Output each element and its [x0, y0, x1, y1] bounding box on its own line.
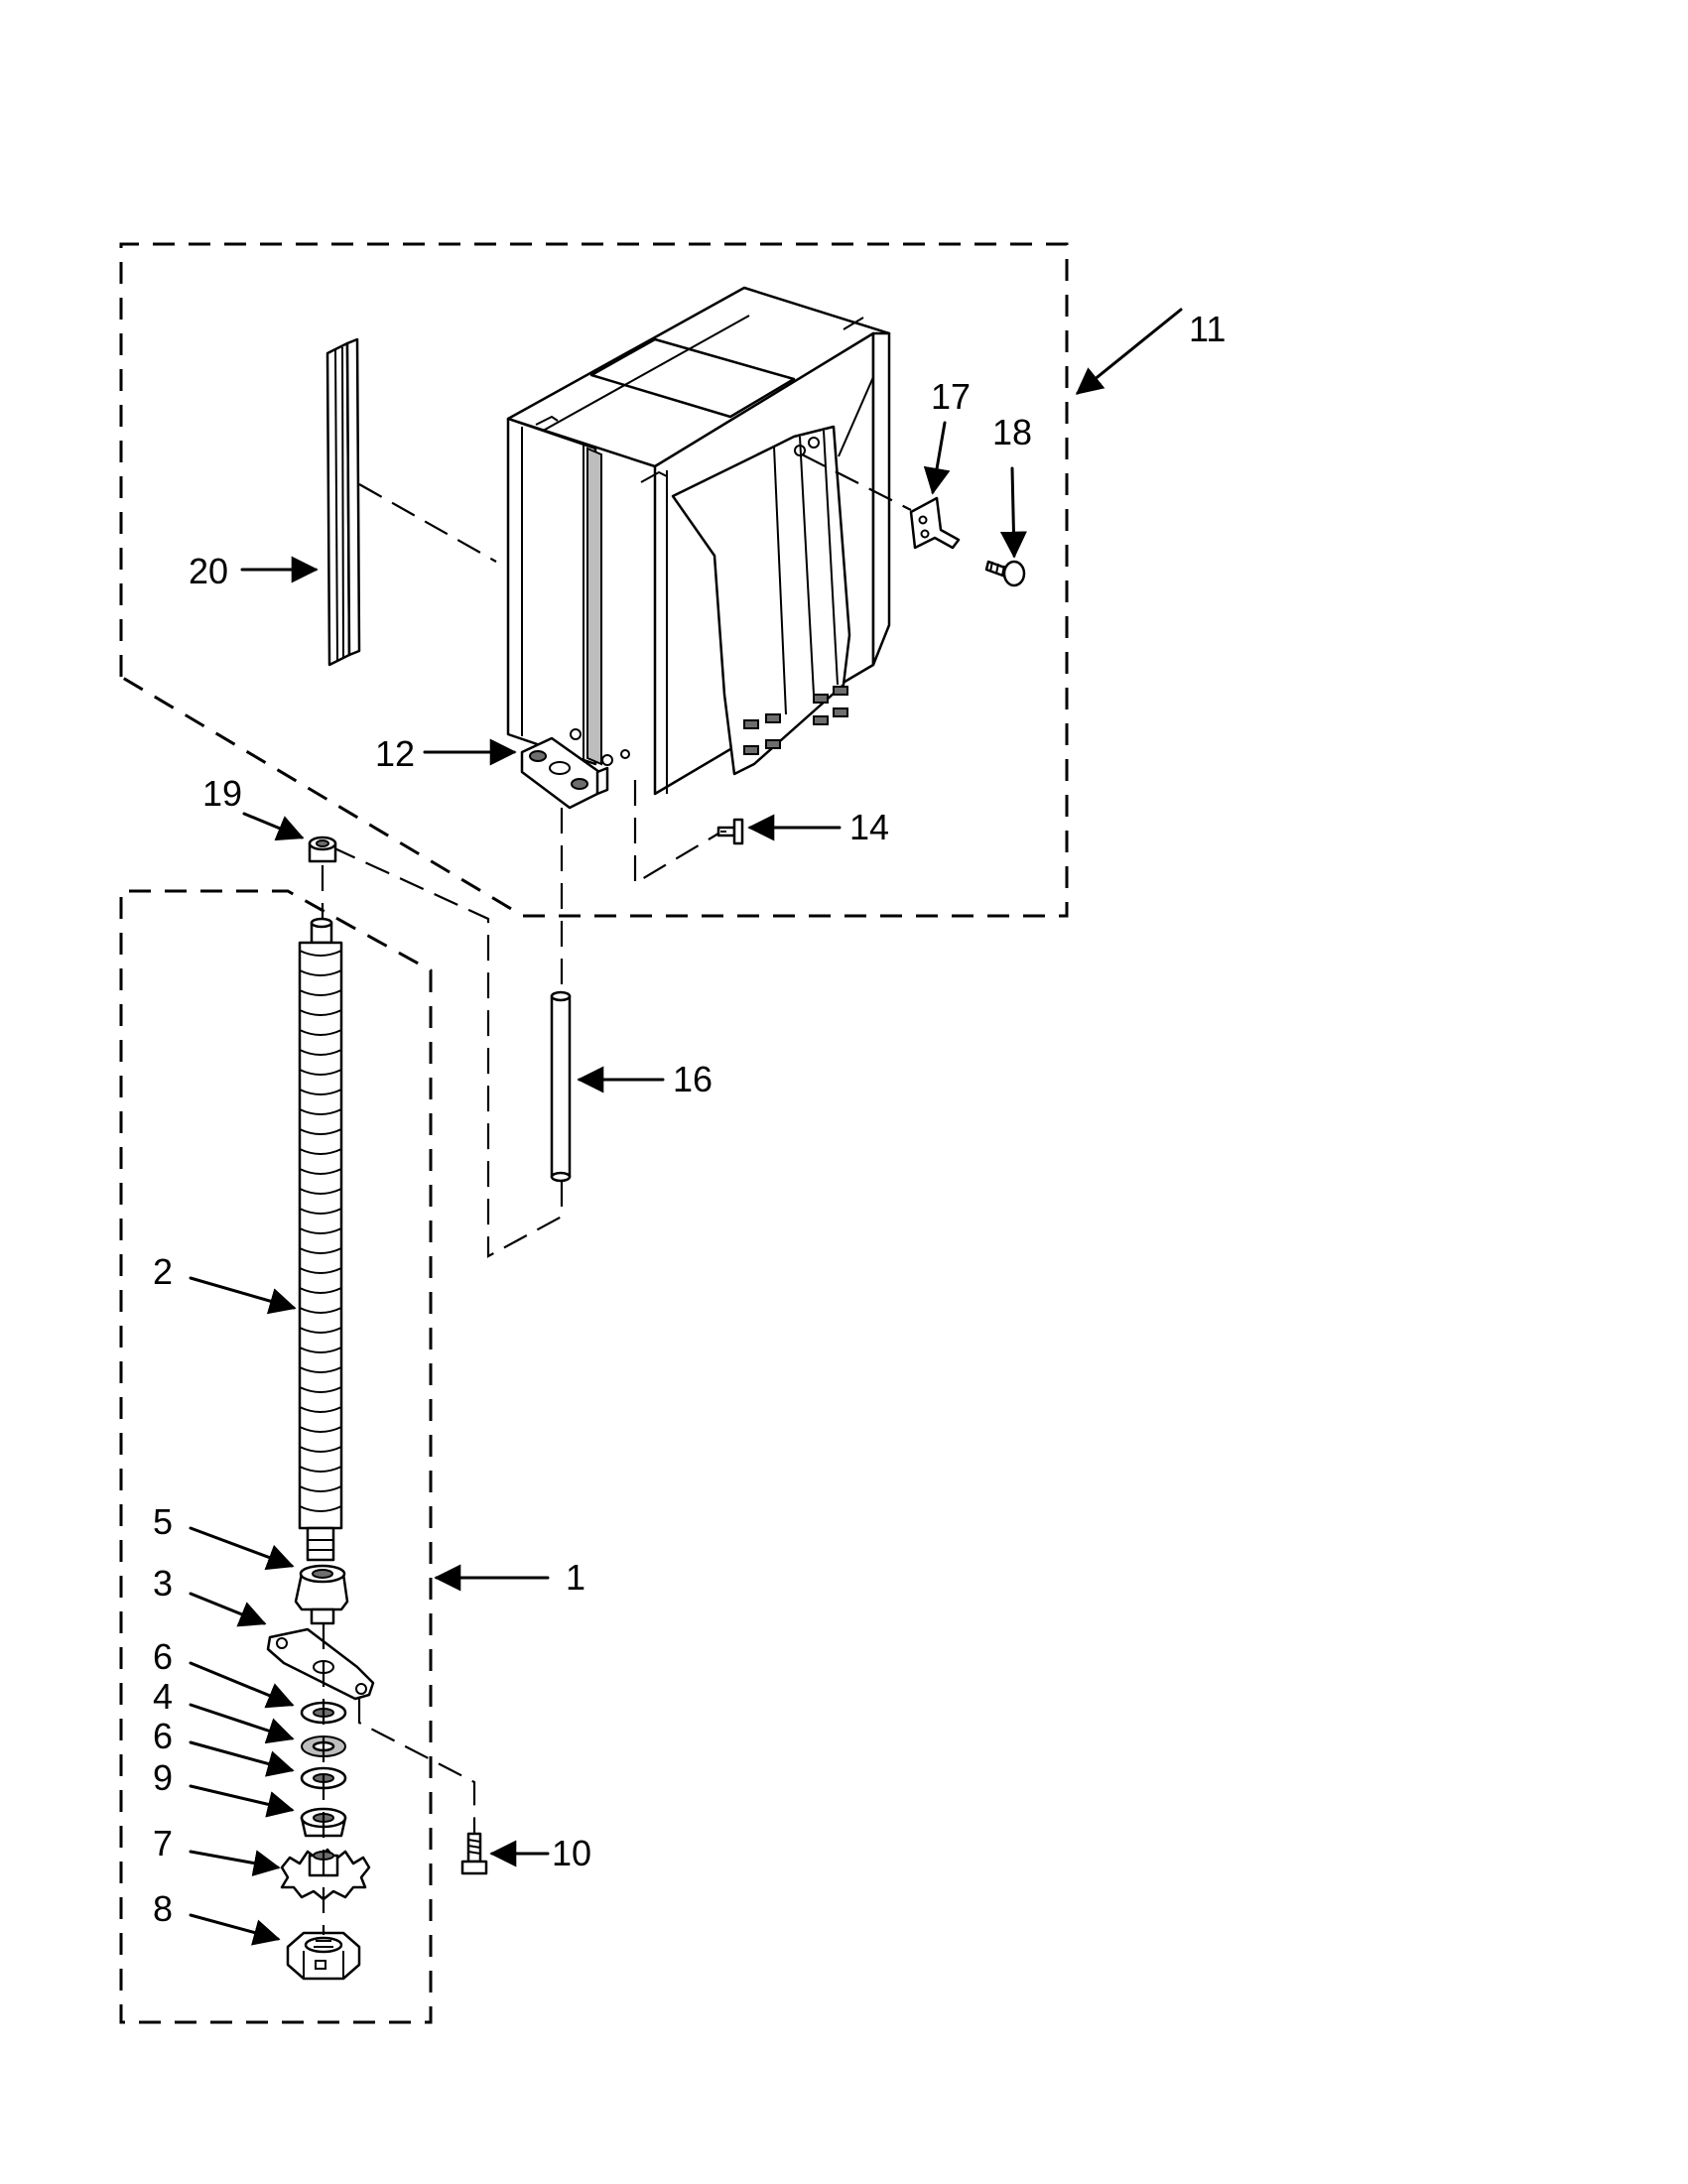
rod-leader-bottom	[319, 840, 564, 1258]
thread-ridge	[299, 1168, 342, 1175]
thread-ridge	[299, 1505, 342, 1512]
thread-ridge	[299, 1148, 342, 1155]
assembly-11-boundary	[119, 242, 1069, 918]
thread-ridge	[299, 1307, 342, 1314]
thread-ridge	[299, 1247, 342, 1254]
thread-ridge	[299, 1069, 342, 1076]
thread-ridge	[299, 1188, 342, 1195]
thread-ridge	[299, 1386, 342, 1393]
thread-ridge	[299, 950, 342, 957]
thread-ridge	[299, 1208, 342, 1215]
callout-labels: 11 17 18 20 12 14 19 16 2 5 1 3 6 4 6 9 …	[153, 309, 1226, 1929]
thread-ridge	[299, 969, 342, 976]
thread-ridge	[299, 1267, 342, 1274]
callout-18: 18	[992, 412, 1032, 452]
guide-block-12	[520, 736, 609, 810]
callout-1: 1	[566, 1557, 585, 1598]
bracket-17	[909, 496, 961, 550]
thread-ridge	[299, 1049, 342, 1056]
callout-6b: 6	[153, 1716, 173, 1756]
callout-5: 5	[153, 1501, 173, 1542]
thread-ridge	[299, 1347, 342, 1353]
hex-nut-8	[286, 1931, 361, 1981]
thread-ridge	[299, 1287, 342, 1294]
thread-ridge	[299, 1029, 342, 1036]
thread-ridge	[299, 1366, 342, 1373]
screw-18	[984, 560, 1026, 587]
seal-strip-20	[325, 337, 361, 667]
thread-ridge	[299, 1327, 342, 1334]
screw-10	[460, 1832, 488, 1875]
callout-20: 20	[189, 551, 228, 591]
callout-8: 8	[153, 1888, 173, 1929]
callout-9: 9	[153, 1757, 173, 1798]
cabinet-housing	[506, 286, 891, 796]
thread-ridge	[299, 1089, 342, 1095]
mounting-plate-3	[266, 1627, 375, 1701]
rod-16	[550, 990, 572, 1183]
thread-ridge	[299, 1009, 342, 1016]
leader-arrows	[189, 308, 1183, 1946]
callout-4: 4	[153, 1676, 173, 1717]
thread-ridge	[299, 1446, 342, 1453]
thread-ridge	[299, 989, 342, 996]
callout-10: 10	[552, 1833, 591, 1873]
cap-19	[308, 835, 337, 863]
thread-ridge	[299, 1466, 342, 1473]
callout-7: 7	[153, 1823, 173, 1863]
mounting-plate-leader	[357, 1699, 476, 1834]
pin-screw-14	[716, 818, 744, 845]
callout-3: 3	[153, 1563, 173, 1604]
bushing-5	[294, 1564, 349, 1625]
callout-6a: 6	[153, 1636, 173, 1677]
assembly-1-boundary	[119, 889, 433, 2024]
callout-16: 16	[673, 1059, 713, 1099]
thread-ridge	[299, 1227, 342, 1234]
pin-screw-leader	[633, 780, 719, 885]
sprocket-7	[280, 1848, 371, 1901]
thread-ridge	[299, 1406, 342, 1413]
callout-2: 2	[153, 1251, 173, 1292]
threaded-rod-2	[298, 917, 343, 1562]
thread-ridge	[299, 1108, 342, 1115]
callout-12: 12	[375, 733, 415, 774]
thread-ridge	[299, 1128, 342, 1135]
callout-17: 17	[931, 376, 971, 417]
seal-strip-leader	[358, 483, 497, 563]
thread-ridge	[299, 1426, 342, 1433]
callout-11: 11	[1189, 309, 1226, 349]
thread-ridge	[299, 1485, 342, 1492]
bracket-leader	[801, 453, 912, 511]
callout-14: 14	[849, 807, 889, 847]
callout-19: 19	[202, 773, 242, 814]
